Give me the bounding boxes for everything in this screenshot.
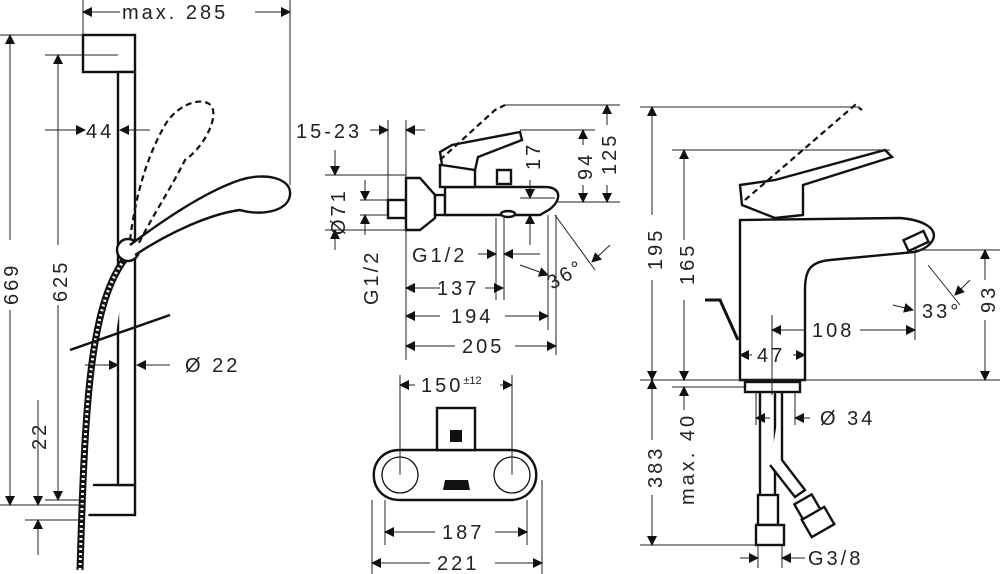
dim-47: 47 [757, 345, 785, 367]
mixer-lever [438, 130, 524, 172]
dim-150: 150±12 [421, 375, 482, 397]
diverter-knob [495, 168, 513, 186]
dim-diameter-34: Ø 34 [820, 408, 875, 430]
dim-44: 44 [86, 121, 114, 143]
dim-36-deg: 36° [544, 256, 589, 295]
dim-137: 137 [437, 278, 479, 300]
dim-outlet-g12: G1/2 [412, 245, 467, 267]
dim-max-40: max. 40 [677, 413, 699, 505]
dim-221: 221 [437, 553, 479, 574]
dim-diameter-71: Ø71 [328, 188, 350, 235]
hose-fitting [756, 493, 780, 527]
dim-383: 383 [645, 446, 667, 488]
dim-187: 187 [442, 522, 484, 544]
basin-mixer-drawing: 195 165 33° 93 108 47 Ø 34 max. 40 383 [640, 103, 1000, 570]
dim-625: 625 [50, 260, 72, 302]
hand-shower [129, 175, 292, 257]
dim-165: 165 [677, 243, 699, 285]
bath-spout-body [443, 185, 560, 217]
wall-rosette [404, 176, 437, 232]
dim-max-285: max. 285 [122, 2, 228, 24]
dim-inlet-g12: G1/2 [361, 250, 383, 305]
basin-lever [738, 148, 895, 220]
bath-mixer-front-drawing: 150±12 187 221 [371, 375, 543, 574]
dim-93: 93 [978, 285, 1000, 313]
dim-195: 195 [645, 228, 667, 270]
dim-g38: G3/8 [808, 548, 863, 570]
dim-94: 94 [575, 152, 597, 180]
pop-up-rod [705, 298, 740, 341]
dim-205: 205 [462, 336, 504, 358]
dim-33-deg: 33° [922, 301, 961, 323]
dim-15-23: 15-23 [296, 121, 362, 143]
hose-nut-g38 [754, 523, 786, 547]
shower-set-drawing: max. 285 669 625 44 Ø 22 22 [0, 0, 292, 571]
dim-22: 22 [29, 422, 51, 450]
dim-108: 108 [812, 320, 854, 342]
dim-125: 125 [599, 133, 621, 175]
dim-diameter-22: Ø 22 [185, 355, 240, 377]
front-outlet [443, 480, 470, 490]
hand-shower-alt-position [128, 100, 215, 246]
front-body [372, 448, 538, 502]
dim-194: 194 [451, 306, 493, 328]
basin-lever-alt [744, 103, 863, 201]
rail-top-bracket [81, 33, 137, 74]
aerator [901, 229, 931, 253]
dim-669: 669 [1, 263, 23, 305]
lever-alt-position [439, 104, 506, 161]
bath-mixer-side-drawing: 15-23 Ø71 G1/2 G1/2 17 94 125 36° [296, 104, 621, 360]
front-lever [435, 406, 477, 452]
dim-17: 17 [523, 142, 545, 170]
